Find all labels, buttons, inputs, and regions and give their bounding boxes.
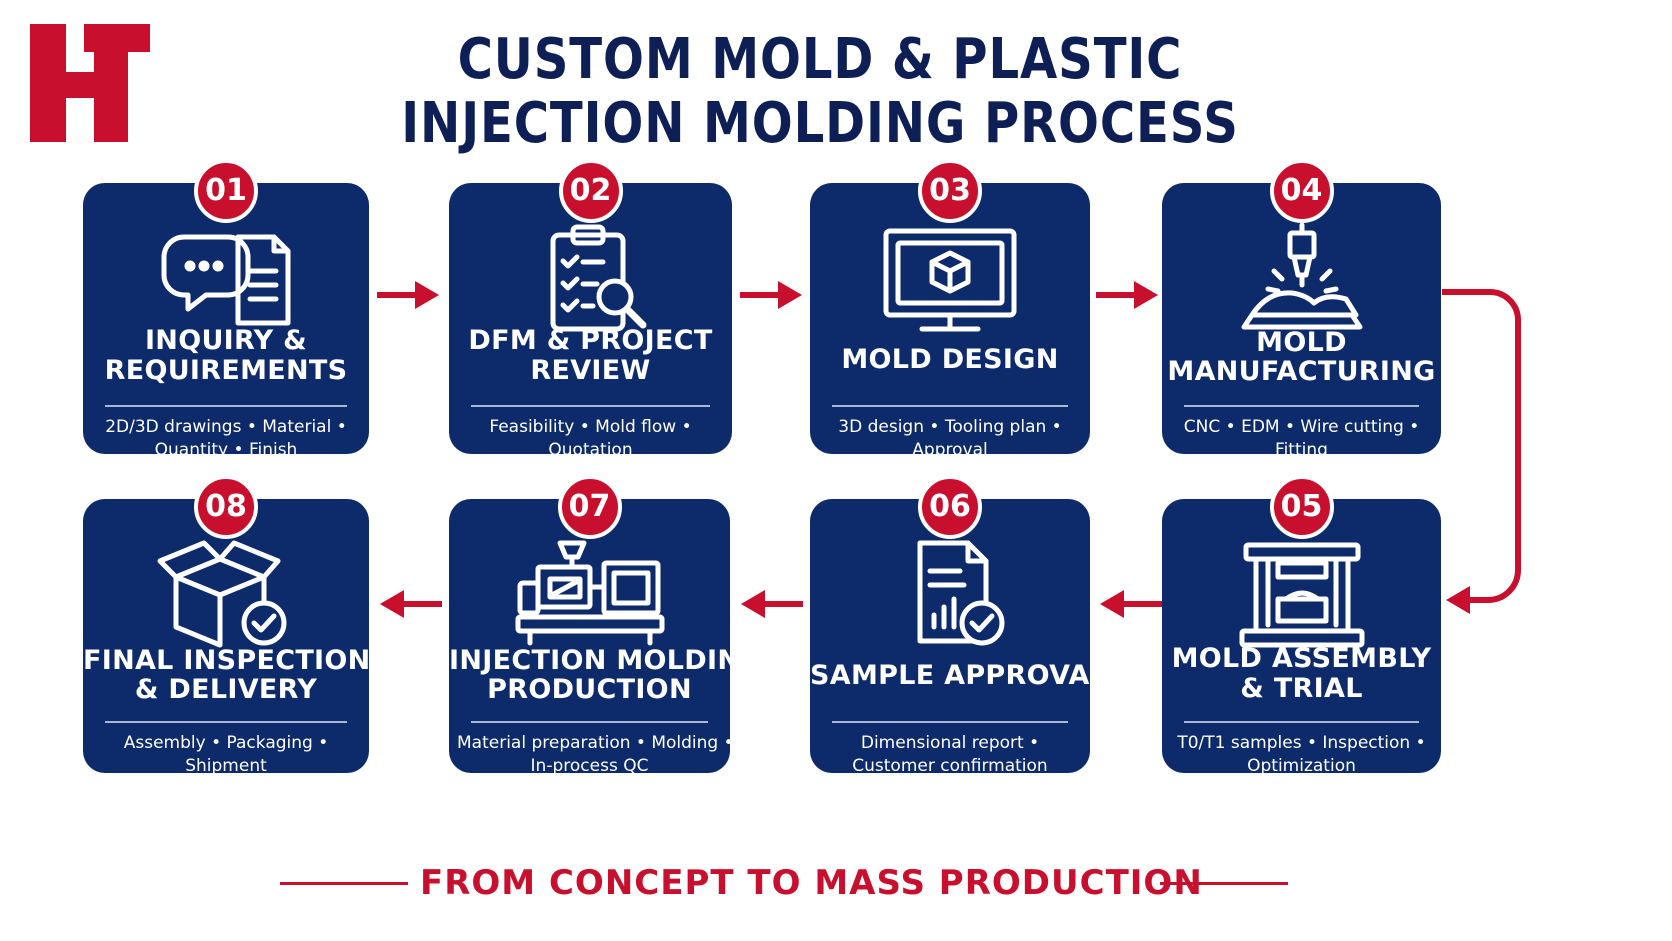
chat-document-icon [161,234,291,326]
step-title-line: & TRIAL [1240,673,1363,704]
step-divider [471,405,710,407]
step-title-line: MANUFACTURING [1167,356,1436,387]
step-description: CNC • EDM • Wire cutting • Fitting [1170,416,1433,462]
step-card-02: 02 DFM & PROJECT REVIEW Feasibility • Mo… [449,159,732,460]
step-title-line: MOLD [1256,327,1347,358]
step-divider [471,721,708,723]
step-description-line: Optimization [1247,756,1356,776]
title-line-2: INJECTION MOLDING PROCESS [401,91,1239,156]
arrow-right-icon [740,281,802,309]
step-description-line: Dimensional report • [860,733,1040,753]
step-number-badge: 03 [918,159,982,223]
step-number-badge: 08 [194,475,258,539]
step-title-line: INJECTION MOLDING [449,645,763,676]
step-title-line: DFM & PROJECT [468,325,713,356]
connector-arrow-icon [1442,289,1521,614]
title-line-1: CUSTOM MOLD & PLASTIC [457,27,1183,92]
step-description-line: Fitting [1275,440,1328,460]
step-divider [832,405,1068,407]
step-divider [105,721,347,723]
step-description-line: Shipment [185,756,267,776]
step-title-line: REVIEW [530,355,651,386]
injection-machine-icon [515,540,664,646]
step-description-line: Quotation [548,440,633,460]
step-description: Material preparation • Molding • In-proc… [457,732,734,778]
step-divider [832,721,1068,723]
step-description: 3D design • Tooling plan • Approval [818,416,1082,462]
step-title-line: INQUIRY & [144,325,308,356]
footer-rule-right [1160,882,1288,885]
step-description-line: Feasibility • Mold flow • [489,417,692,437]
step-number-badge: 02 [558,159,623,223]
step-card-05: 05 MOLD ASSEMBLY & TRIAL T0/T1 samples •… [1162,475,1441,776]
arrow-right-icon [1096,281,1158,309]
step-title-line: REQUIREMENTS [104,355,348,386]
step-number-badge: 07 [557,475,622,539]
step-title-line: SAMPLE APPROVAL [810,660,1108,691]
step-card-01: 01 INQUIRY & REQUIREMENTS 2D/3D drawings… [83,159,369,460]
step-description-line: Customer confirmation [852,756,1048,776]
box-check-icon [157,540,287,648]
arrow-left-icon [741,590,803,618]
step-number-badge: 04 [1269,159,1334,223]
mold-press-icon [1239,542,1364,648]
step-card-08: 08 FINAL INSPECTION & DELIVERY Assembly … [83,475,371,776]
step-card-07: 07 INJECTION MOLDING PRODUCTION Material… [449,475,763,776]
step-description: Dimensional report • Customer confirmati… [818,732,1082,778]
step-title-line: MOLD ASSEMBLY [1171,643,1432,674]
step-description-line: Material preparation • Molding • [457,733,734,753]
step-description: Feasibility • Mold flow • Quotation [457,416,724,462]
step-divider [105,405,347,407]
arrow-right-icon [377,281,439,309]
step-description-line: Assembly • Packaging • [123,733,329,753]
step-description: Assembly • Packaging • Shipment [91,732,361,778]
ht-logo [30,24,150,142]
step-title-line: & DELIVERY [134,674,318,705]
arrow-left-icon [1100,590,1162,618]
step-description-line: In-process QC [530,756,649,776]
step-description-line: Approval [912,440,988,460]
step-number-badge: 01 [194,159,258,223]
report-check-icon [917,540,1005,646]
step-description-line: 2D/3D drawings • Material • [105,417,347,437]
step-number-badge: 05 [1269,475,1334,539]
step-number-badge: 06 [918,475,982,539]
step-card-03: 03 MOLD DESIGN 3D design • Tooling plan … [810,159,1090,460]
step-description-line: CNC • EDM • Wire cutting • [1183,417,1420,437]
step-divider [1184,405,1419,407]
cnc-machining-icon [1241,222,1362,330]
step-title-line: FINAL INSPECTION [83,645,371,676]
clipboard-magnifier-icon [550,224,646,332]
monitor-cube-icon [883,228,1017,332]
footer-tagline: FROM CONCEPT TO MASS PRODUCTION [420,863,1203,903]
step-divider [1184,721,1419,723]
step-description-line: Quantity • Finish [154,440,298,460]
step-description-line: 3D design • Tooling plan • [838,417,1062,437]
step-title-line: PRODUCTION [487,674,692,705]
footer-rule-left [280,882,408,885]
step-description-line: T0/T1 samples • Inspection • [1177,733,1426,753]
step-description: 2D/3D drawings • Material • Quantity • F… [91,416,361,462]
step-description: T0/T1 samples • Inspection • Optimizatio… [1170,732,1433,778]
page-title: CUSTOM MOLD & PLASTIC INJECTION MOLDING … [321,28,1319,156]
step-title-line: MOLD DESIGN [841,344,1059,375]
step-card-06: 06 SAMPLE APPROVAL Dimensional report • … [810,475,1108,776]
arrow-left-icon [380,590,442,618]
step-card-04: 04 MOLD MANUFACTURING CNC • EDM • Wire c… [1162,159,1441,460]
